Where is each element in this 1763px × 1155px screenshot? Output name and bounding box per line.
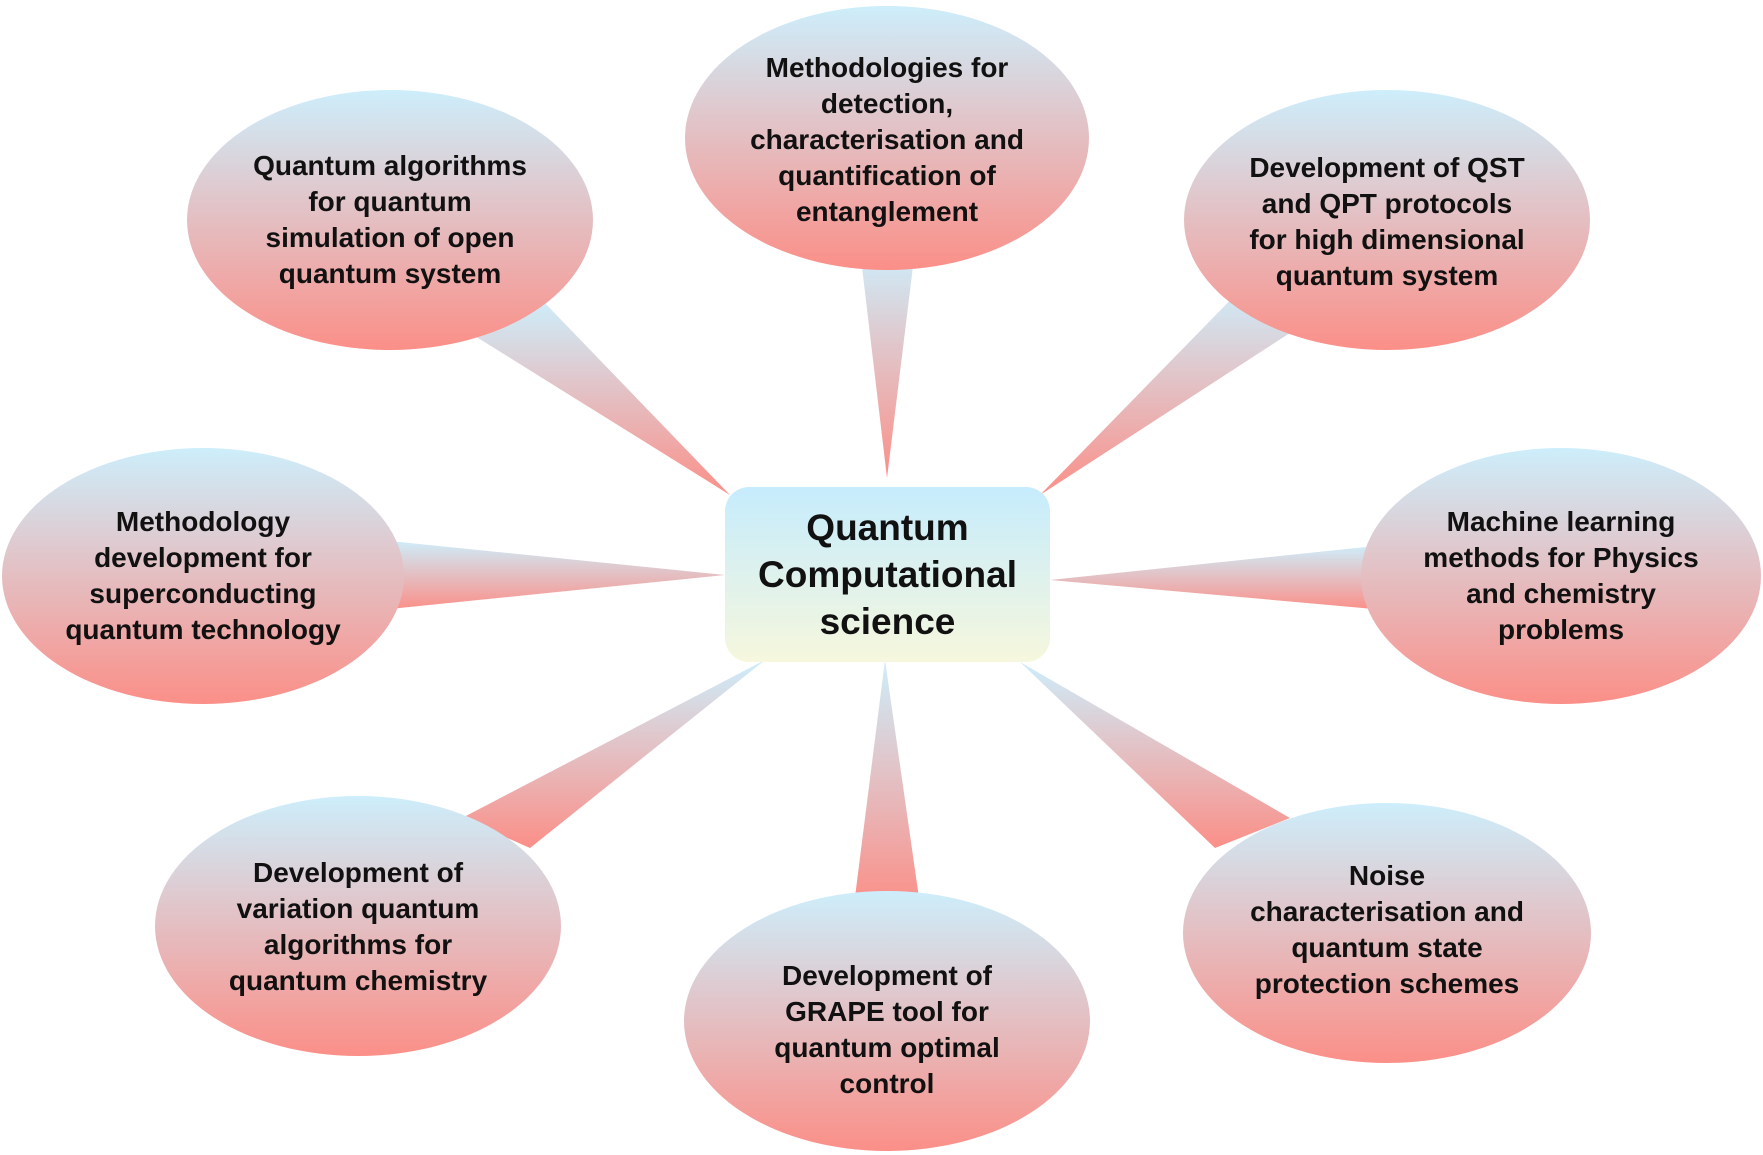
topic-pointer-mid-right: [1050, 545, 1385, 610]
topic-pointer-bottom-center: [854, 660, 920, 905]
topic-ellipse-mid-left: [2, 448, 404, 704]
topic-bubble-top-left: [187, 90, 730, 495]
topic-ellipse-bottom-right: [1183, 803, 1591, 1063]
topic-label-bottom-left: Development of variation quantum algorit…: [228, 857, 488, 996]
topic-bubble-top-right: [1040, 90, 1590, 495]
topic-label-bottom-center: Development of GRAPE tool for quantum op…: [774, 960, 1000, 1099]
topic-pointer-top-left: [462, 300, 730, 495]
topic-bubble-mid-right: [1050, 448, 1761, 704]
center-node-box: [725, 487, 1050, 662]
topic-label-mid-right: Machine learning methods for Physics and…: [1423, 506, 1699, 645]
topic-ellipse-bottom-left: [155, 796, 561, 1056]
topic-pointer-top-right: [1040, 285, 1310, 495]
topic-bubble-mid-left: [2, 448, 725, 704]
topic-pointer-bottom-left: [462, 660, 765, 848]
topic-bubble-top-center: [685, 6, 1089, 478]
topic-ellipse-top-center: [685, 6, 1089, 270]
topic-label-mid-left: Methodology development for superconduct…: [65, 506, 341, 645]
center-node-label: Quantum Computational science: [758, 507, 1017, 642]
topic-bubble-bottom-right: [1020, 662, 1591, 1063]
topic-pointer-top-center: [860, 250, 915, 478]
topic-ellipse-top-right: [1184, 90, 1590, 350]
topic-ellipse-mid-right: [1361, 448, 1761, 704]
topic-bubble-bottom-center: [684, 660, 1090, 1151]
topic-label-top-center: Methodologies for detection, characteris…: [750, 52, 1024, 227]
topic-label-bottom-right: Noise characterisation and quantum state…: [1250, 860, 1524, 999]
topic-bubble-bottom-left: [155, 660, 765, 1056]
topic-label-top-left: Quantum algorithms for quantum simulatio…: [253, 150, 527, 289]
topic-pointer-mid-left: [380, 540, 725, 610]
topic-ellipse-bottom-center: [684, 891, 1090, 1151]
topic-label-top-right: Development of QST and QPT protocols for…: [1249, 152, 1525, 291]
topic-pointer-bottom-right: [1020, 662, 1290, 848]
topic-ellipse-top-left: [187, 90, 593, 350]
